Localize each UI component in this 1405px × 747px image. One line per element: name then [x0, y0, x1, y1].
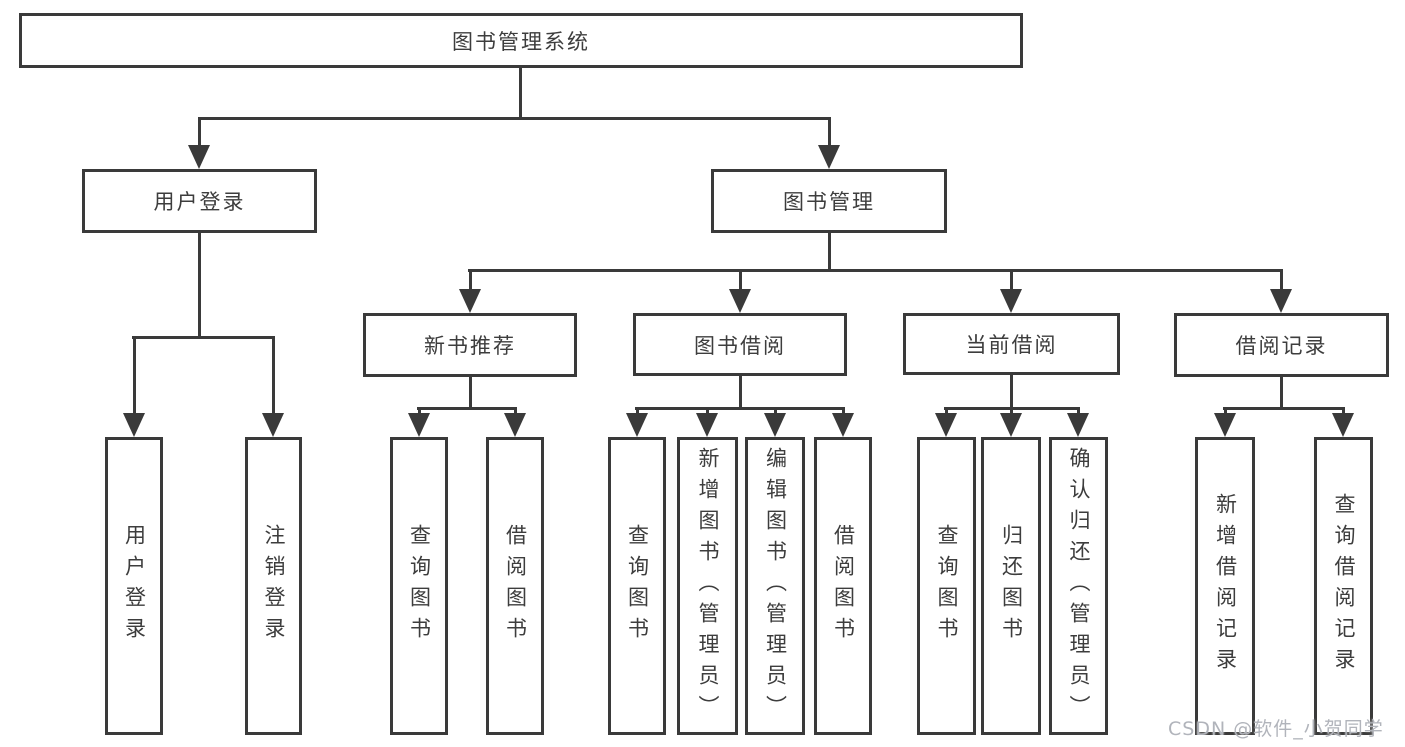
- connector-line: [1342, 407, 1345, 417]
- node-new-book-recommend: 新书推荐: [363, 313, 577, 377]
- connector-line: [198, 117, 831, 120]
- connector-line: [1010, 269, 1013, 292]
- leaf-logout: 注销登录: [245, 437, 302, 735]
- leaf-borrow-book: 借阅图书: [814, 437, 872, 735]
- arrow-down-icon: [123, 413, 145, 437]
- connector-line: [1010, 407, 1013, 417]
- arrow-down-icon: [696, 413, 718, 437]
- connector-line: [418, 407, 421, 417]
- leaf-add-borrow-record: 新增借阅记录: [1195, 437, 1255, 735]
- node-book-management: 图书管理: [711, 169, 947, 233]
- connector-line: [1224, 407, 1227, 417]
- csdn-watermark: CSDN @软件_小贺同学: [1168, 718, 1384, 740]
- connector-line: [739, 269, 742, 292]
- connector-line: [945, 407, 948, 417]
- connector-line: [828, 233, 831, 271]
- arrow-down-icon: [1214, 413, 1236, 437]
- connector-line: [636, 407, 639, 417]
- arrow-down-icon: [504, 413, 526, 437]
- arrow-down-icon: [764, 413, 786, 437]
- connector-line: [706, 407, 709, 417]
- arrow-down-icon: [262, 413, 284, 437]
- leaf-query-borrow-record: 查询借阅记录: [1314, 437, 1373, 735]
- arrow-down-icon: [1332, 413, 1354, 437]
- arrow-down-icon: [832, 413, 854, 437]
- connector-line: [519, 68, 522, 118]
- arrow-down-icon: [729, 289, 751, 313]
- arrow-down-icon: [188, 145, 210, 169]
- connector-line: [514, 407, 517, 417]
- connector-line: [842, 407, 845, 417]
- connector-line: [198, 117, 201, 148]
- leaf-return-book: 归还图书: [981, 437, 1041, 735]
- arrow-down-icon: [1067, 413, 1089, 437]
- connector-line: [635, 407, 845, 410]
- leaf-edit-book-admin: 编辑图书（管理员）: [745, 437, 805, 735]
- node-borrow-records: 借阅记录: [1174, 313, 1389, 377]
- connector-line: [198, 233, 201, 338]
- connector-line: [417, 407, 517, 410]
- leaf-query-book-borrow: 查询图书: [608, 437, 666, 735]
- connector-line: [774, 407, 777, 417]
- connector-line: [1223, 407, 1345, 410]
- connector-line: [272, 336, 275, 415]
- connector-line: [1280, 377, 1283, 409]
- arrow-down-icon: [1270, 289, 1292, 313]
- connector-line: [739, 376, 742, 409]
- connector-line: [469, 377, 472, 409]
- connector-line: [469, 269, 472, 292]
- connector-line: [828, 117, 831, 148]
- arrow-down-icon: [626, 413, 648, 437]
- node-current-borrow: 当前借阅: [903, 313, 1120, 375]
- node-root: 图书管理系统: [19, 13, 1023, 68]
- arrow-down-icon: [1000, 289, 1022, 313]
- arrow-down-icon: [935, 413, 957, 437]
- arrow-down-icon: [1000, 413, 1022, 437]
- leaf-user-login: 用户登录: [105, 437, 163, 735]
- node-book-borrow: 图书借阅: [633, 313, 847, 376]
- node-user-login: 用户登录: [82, 169, 317, 233]
- connector-line: [1010, 375, 1013, 409]
- arrow-down-icon: [459, 289, 481, 313]
- connector-line: [468, 269, 1283, 272]
- arrow-down-icon: [818, 145, 840, 169]
- leaf-query-book-recommend: 查询图书: [390, 437, 448, 735]
- connector-line: [132, 336, 274, 339]
- leaf-confirm-return-admin: 确认归还（管理员）: [1049, 437, 1108, 735]
- connector-line: [133, 336, 136, 415]
- arrow-down-icon: [408, 413, 430, 437]
- connector-line: [1280, 269, 1283, 292]
- leaf-add-book-admin: 新增图书（管理员）: [677, 437, 738, 735]
- leaf-borrow-book-recommend: 借阅图书: [486, 437, 544, 735]
- connector-line: [1077, 407, 1080, 417]
- leaf-query-book-current: 查询图书: [917, 437, 976, 735]
